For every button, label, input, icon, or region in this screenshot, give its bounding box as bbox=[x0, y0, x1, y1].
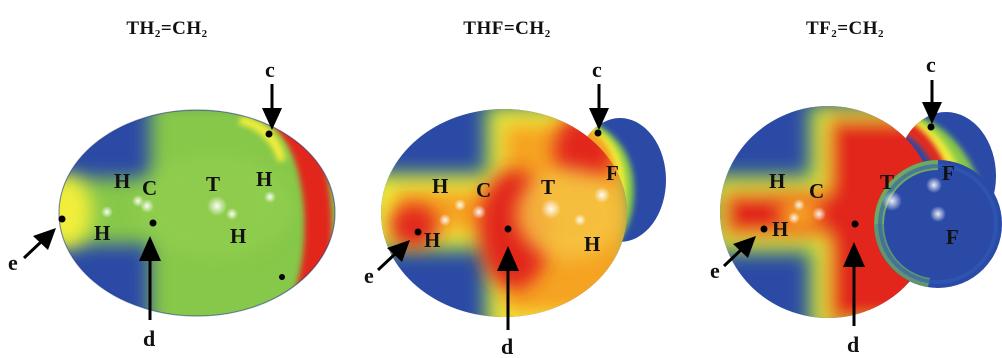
nucleus-h bbox=[454, 199, 466, 211]
arrow-c bbox=[262, 84, 282, 130]
nucleus-f bbox=[594, 187, 610, 203]
nucleus-f bbox=[926, 177, 942, 193]
nucleus-h bbox=[226, 208, 238, 220]
nucleus-c bbox=[812, 207, 826, 221]
critical-point-e bbox=[760, 225, 768, 233]
nucleus-f bbox=[930, 206, 946, 222]
atom-label: H bbox=[424, 228, 440, 252]
title-sub: 2 bbox=[878, 28, 885, 40]
atom-label: T bbox=[541, 175, 555, 199]
critical-point-e bbox=[414, 228, 422, 236]
critical-point bbox=[279, 274, 285, 280]
atom-label: C bbox=[142, 176, 157, 200]
nucleus-t bbox=[882, 191, 902, 211]
arrow-e bbox=[22, 228, 56, 260]
arrow-d bbox=[139, 236, 161, 320]
arrow-e bbox=[376, 240, 410, 272]
atom-label: F bbox=[606, 161, 619, 185]
nucleus-h bbox=[101, 206, 113, 218]
critical-point-d bbox=[149, 219, 157, 227]
panel-thf-ch2: THF=CH2 bbox=[334, 0, 668, 358]
title-part: =CH bbox=[160, 18, 202, 39]
title-sub: 2 bbox=[831, 28, 838, 40]
atom-label: C bbox=[476, 178, 491, 202]
esp-surface-1: H C T H H H c d e bbox=[8, 57, 336, 351]
point-label-e: e bbox=[364, 263, 374, 288]
panel-th2-ch2: TH2=CH2 bbox=[0, 0, 336, 358]
atom-label: F bbox=[942, 161, 955, 185]
atom-label: H bbox=[432, 174, 448, 198]
panel-title: TH2=CH2 bbox=[0, 18, 334, 40]
nucleus-h bbox=[264, 191, 276, 203]
atom-label: T bbox=[206, 172, 220, 196]
point-label-c: c bbox=[265, 57, 275, 82]
atom-label: F bbox=[946, 225, 959, 249]
atom-label: T bbox=[880, 170, 894, 194]
atom-label: H bbox=[256, 167, 272, 191]
critical-point-c bbox=[594, 129, 602, 137]
f-sphere bbox=[874, 160, 1002, 288]
esp-surface-3: H C T F H F c d e bbox=[710, 52, 1002, 357]
nucleus-t bbox=[207, 196, 227, 216]
nucleus-c bbox=[472, 205, 486, 219]
atom-label: C bbox=[809, 179, 824, 203]
title-part: TF bbox=[805, 18, 832, 39]
point-label-e: e bbox=[710, 258, 720, 283]
nucleus-h bbox=[793, 199, 805, 211]
atom-label: H bbox=[769, 169, 785, 193]
point-label-d: d bbox=[501, 334, 513, 358]
critical-point-e bbox=[58, 215, 66, 223]
atom-label: H bbox=[584, 232, 600, 256]
atom-label: H bbox=[114, 169, 130, 193]
nucleus-h bbox=[788, 212, 800, 224]
critical-point-d bbox=[504, 225, 512, 233]
arrow-c bbox=[589, 84, 609, 130]
title-part: =CH bbox=[837, 18, 879, 39]
arrow-c bbox=[922, 80, 942, 124]
title-sub: 2 bbox=[544, 28, 551, 40]
critical-point-c bbox=[265, 130, 273, 138]
panel-tf2-ch2: TF2=CH2 bbox=[668, 0, 1002, 358]
title-sub: 2 bbox=[201, 28, 208, 40]
arrow-d bbox=[843, 242, 865, 326]
arrow-d bbox=[497, 246, 519, 330]
point-label-d: d bbox=[143, 326, 155, 351]
esp-surface-2: H C T F H H c d e bbox=[364, 57, 666, 358]
panel-title: THF=CH2 bbox=[340, 18, 674, 40]
surface-colormap bbox=[59, 110, 335, 316]
nucleus-c bbox=[140, 199, 154, 213]
panel-title: TF2=CH2 bbox=[678, 18, 1002, 40]
title-part: TH bbox=[126, 18, 155, 39]
critical-point-c bbox=[927, 123, 935, 131]
atom-label: H bbox=[94, 221, 110, 245]
point-label-e: e bbox=[8, 250, 18, 275]
point-label-c: c bbox=[592, 57, 602, 82]
title-sub: 2 bbox=[154, 28, 161, 40]
arrow-e bbox=[722, 236, 756, 268]
point-label-c: c bbox=[926, 52, 936, 77]
critical-point-d bbox=[851, 220, 859, 228]
nucleus-t bbox=[541, 199, 561, 219]
nucleus-h bbox=[574, 214, 586, 226]
title-part: THF=CH bbox=[463, 18, 545, 39]
atom-label: H bbox=[772, 217, 788, 241]
point-label-d: d bbox=[847, 332, 859, 357]
nucleus-h bbox=[439, 214, 451, 226]
atom-label: H bbox=[230, 224, 246, 248]
